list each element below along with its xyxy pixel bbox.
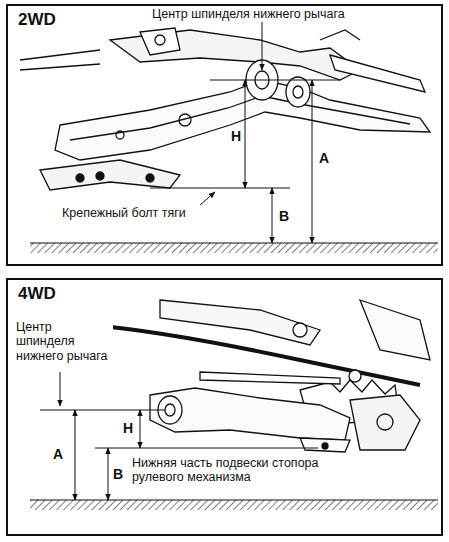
panel-title: 4WD bbox=[16, 284, 58, 304]
leader-label: Крепежный болт тяги bbox=[60, 206, 204, 220]
panel-title: 2WD bbox=[16, 10, 58, 30]
dimension-letter: B bbox=[112, 466, 124, 482]
ground-hatch bbox=[30, 500, 438, 510]
leader-label: Центр шпинделя нижнего рычага bbox=[150, 7, 394, 21]
dimension-letter: A bbox=[318, 150, 330, 166]
leader-label: Нижняя часть подвески стопора рулевого м… bbox=[130, 456, 349, 485]
dimension-letter: B bbox=[278, 208, 290, 224]
panel-box: 4WD bbox=[6, 278, 443, 536]
lower-arm-4wd bbox=[70, 300, 430, 452]
dimension-letter: A bbox=[52, 446, 64, 462]
dimension-letter: H bbox=[230, 128, 242, 144]
panel-box: 2WD bbox=[6, 4, 443, 266]
lower-arm-2wd bbox=[20, 28, 430, 190]
ground-hatch bbox=[30, 243, 438, 253]
leader-label: Центр шпинделя нижнего рычага bbox=[14, 320, 113, 363]
dimension-letter: H bbox=[122, 420, 134, 436]
